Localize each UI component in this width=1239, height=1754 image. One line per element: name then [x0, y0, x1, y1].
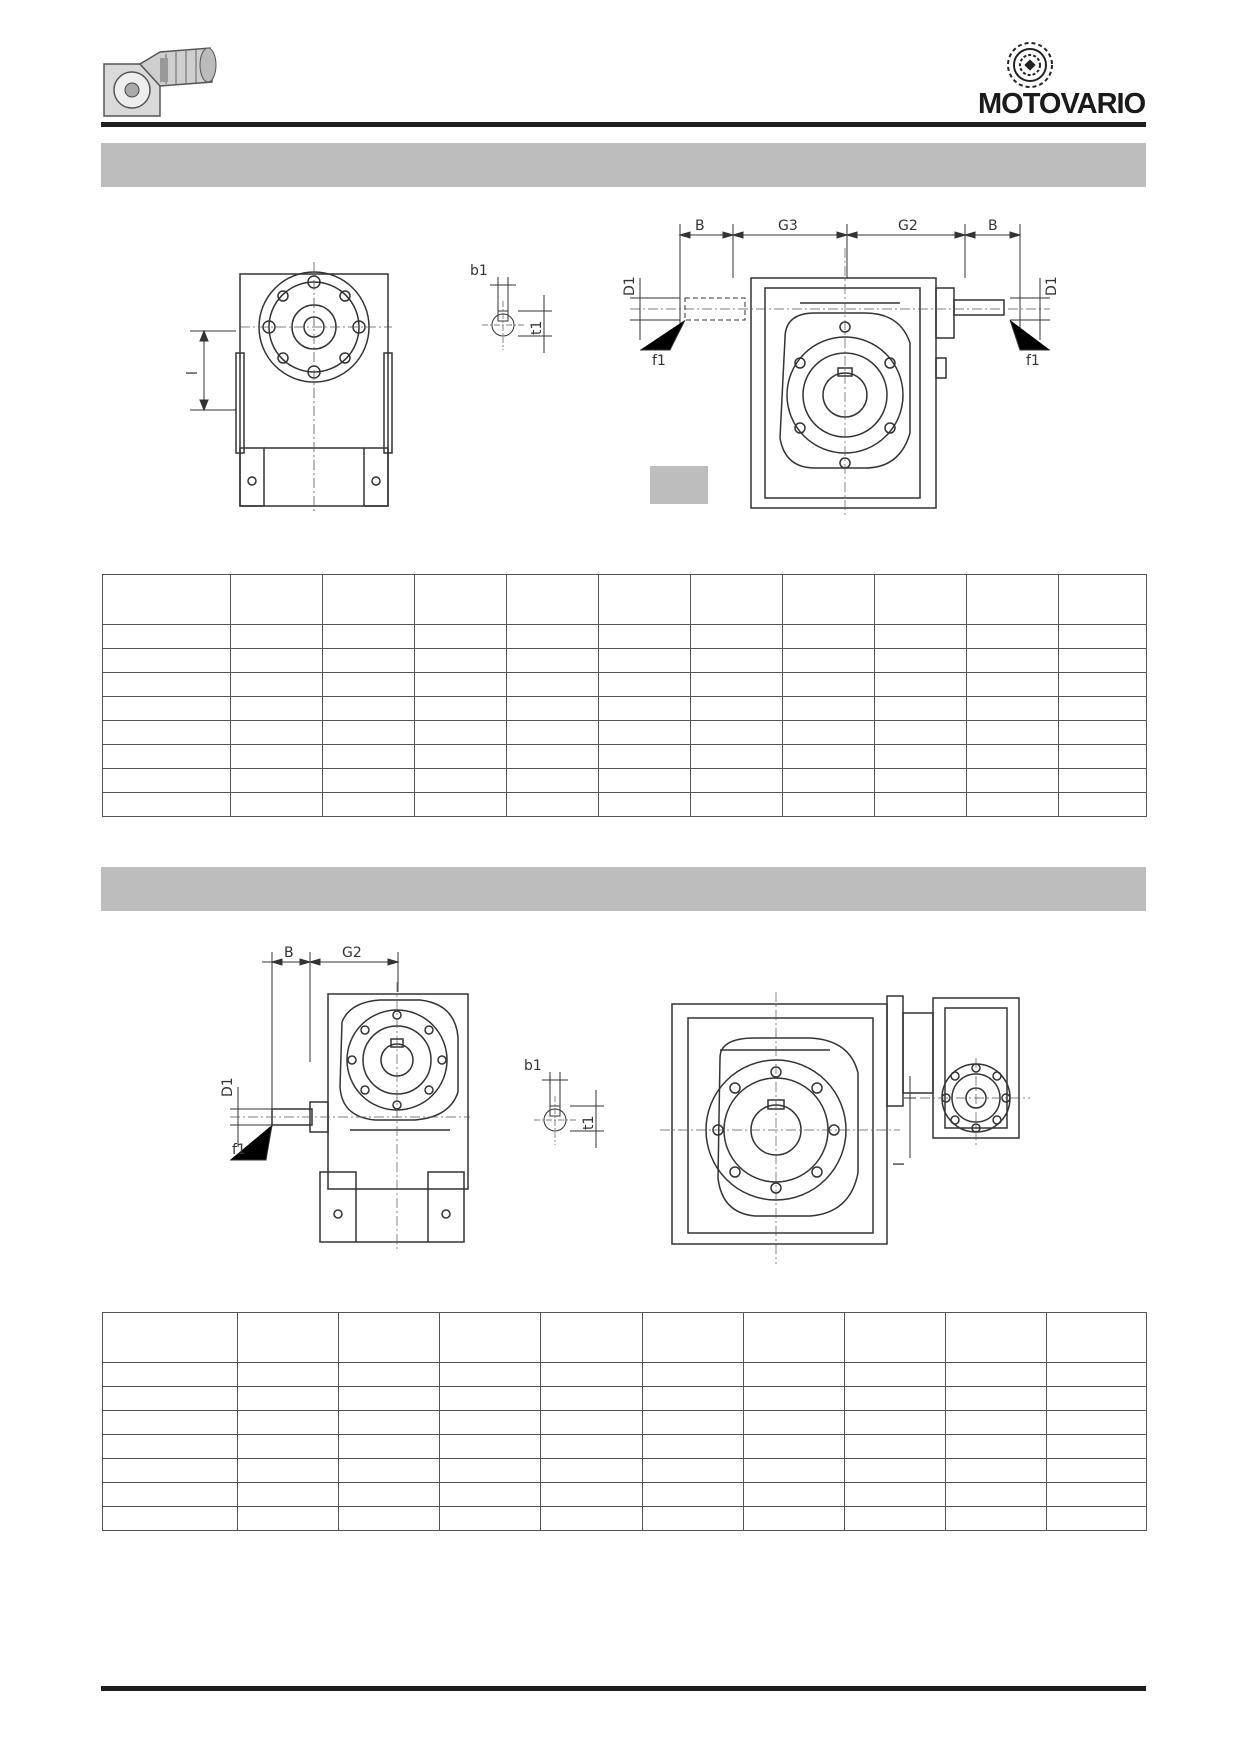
- motovario-gear-icon: [1007, 42, 1053, 88]
- section-1-front-view-drawing: l: [185, 262, 393, 514]
- product-thumbnail: [100, 28, 220, 120]
- dim-label-l: l: [185, 371, 201, 375]
- dim-label-B: B: [284, 945, 294, 961]
- table-row: [102, 720, 1147, 745]
- table-row: [102, 768, 1147, 793]
- brand-name: MOTOVARIO: [978, 88, 1146, 120]
- dim-label-b1: b1: [470, 263, 488, 279]
- section-2-title-band: [101, 867, 1146, 911]
- section-2-combined-view-drawing: l: [660, 992, 1030, 1264]
- dim-label-B-right: B: [988, 218, 998, 234]
- section-2-dimension-table: [101, 1312, 1148, 1531]
- dim-label-f1-right: f1: [1026, 353, 1040, 369]
- section-1-dimension-table: [102, 574, 1147, 817]
- table-row: [102, 648, 1147, 673]
- dim-label-G2: G2: [342, 945, 362, 961]
- dim-label-G3: G3: [778, 218, 798, 234]
- table-row: [102, 792, 1147, 817]
- dim-label-B: B: [695, 218, 705, 234]
- table-header-row: [102, 574, 1147, 625]
- table-row: [101, 1506, 1148, 1531]
- dim-label-G2: G2: [898, 218, 918, 234]
- section-1-title-band: [101, 143, 1146, 187]
- brand-logo: [990, 40, 1070, 100]
- section-1-side-view-drawing: B G3 G2 B D1 D1 f1 f1: [622, 218, 1060, 516]
- dim-label-D1-left: D1: [622, 276, 638, 296]
- dim-label-D1-right: D1: [1044, 276, 1060, 296]
- gearmotor-thumbnail-icon: [103, 47, 217, 117]
- table-row: [101, 1434, 1148, 1459]
- footer-rule: [101, 1686, 1146, 1691]
- table-row: [101, 1386, 1148, 1411]
- dim-label-f1: f1: [232, 1142, 246, 1158]
- dim-label-l: l: [892, 1162, 908, 1166]
- table-row: [102, 744, 1147, 769]
- dim-label-b1: b1: [524, 1058, 542, 1074]
- table-row: [102, 672, 1147, 697]
- table-header-row: [101, 1312, 1148, 1363]
- table-row: [101, 1362, 1148, 1387]
- dim-label-t1: t1: [581, 1116, 597, 1130]
- section-2-key-detail-drawing: b1 t1: [524, 1058, 604, 1148]
- table-row: [101, 1410, 1148, 1435]
- table-row: [101, 1482, 1148, 1507]
- table-row: [101, 1458, 1148, 1483]
- header-rule: [101, 122, 1146, 127]
- dim-label-t1: t1: [529, 321, 545, 335]
- dim-label-f1-left: f1: [652, 353, 666, 369]
- table-row: [102, 624, 1147, 649]
- section-2-front-view-drawing: B G2 D1 f1: [220, 945, 470, 1252]
- dim-label-D1: D1: [220, 1077, 236, 1097]
- section-1-key-detail-drawing: b1 t1: [470, 263, 552, 353]
- table-row: [102, 696, 1147, 721]
- section-1-gray-marker: [650, 466, 708, 504]
